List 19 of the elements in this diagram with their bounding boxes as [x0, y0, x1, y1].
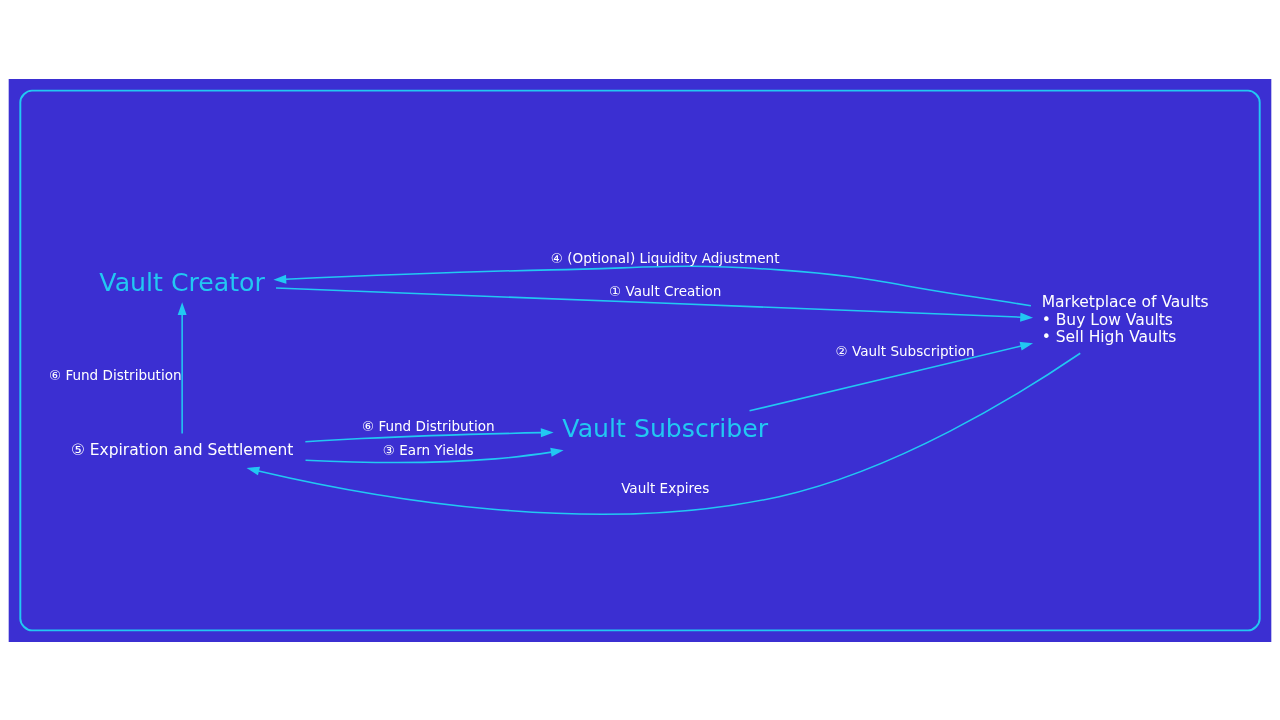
edge-label: ② Vault Subscription [835, 342, 975, 359]
node-text: ⑤ Expiration and Settlement [70, 440, 294, 459]
edge-label: ⑥ Fund Distribution [361, 417, 495, 434]
arrow [177, 301, 187, 434]
edge-label: Vault Expires [621, 479, 710, 496]
arrow [246, 352, 1082, 515]
arrow [748, 341, 1034, 412]
node-text: Marketplace of Vaults • Buy Low Vaults • Sell High Vaults [1041, 292, 1209, 346]
cluster [19, 89, 1261, 631]
arrow [304, 427, 554, 442]
edge-label: ⑥ Fund Distribution [48, 366, 182, 383]
node-text: Vault Subscriber [562, 413, 769, 443]
arrow [273, 265, 1032, 307]
arrow [304, 447, 564, 463]
edge-label: ① Vault Creation [609, 282, 722, 299]
edge-label: ④ (Optional) Liquidity Adjustment [550, 249, 780, 266]
arrow [275, 286, 1034, 322]
node-text: Vault Creator [99, 267, 265, 297]
edge-label: ③ Earn Yields [382, 441, 474, 458]
